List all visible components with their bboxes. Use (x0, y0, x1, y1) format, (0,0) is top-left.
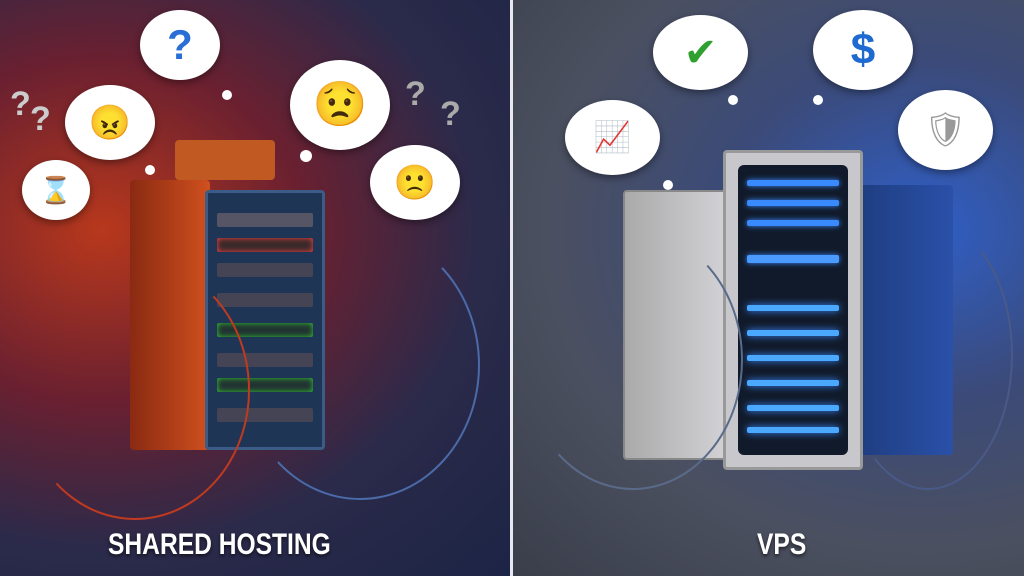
vps-panel: ✔ $ 📈 🛡 VPS (513, 0, 1024, 576)
divider (510, 0, 513, 576)
dollar-icon: $ (813, 10, 913, 90)
vps-label: VPS (757, 528, 807, 561)
sad-face-icon: 🙁 (370, 145, 460, 220)
question-mark-icon: ? (30, 100, 51, 138)
checkmark-icon: ✔ (653, 15, 748, 90)
worried-face-icon: 😟 (290, 60, 390, 150)
growth-chart-icon: 📈 (565, 100, 660, 175)
vps-server (723, 150, 863, 470)
shield-icon: 🛡 (898, 90, 993, 170)
hourglass-icon: ⌛ (22, 160, 90, 220)
stacked-boxes (175, 140, 275, 180)
angry-face-icon: 😠 (65, 85, 155, 160)
shared-hosting-panel: ? ? ? ? ? 😠 😟 🙁 ⌛ SHARED HOSTING (0, 0, 510, 576)
shared-hosting-label: SHARED HOSTING (108, 528, 331, 561)
question-mark-icon: ? (405, 75, 426, 113)
question-mark-icon: ? (140, 10, 220, 80)
question-mark-icon: ? (10, 85, 31, 123)
question-mark-icon: ? (440, 95, 461, 133)
